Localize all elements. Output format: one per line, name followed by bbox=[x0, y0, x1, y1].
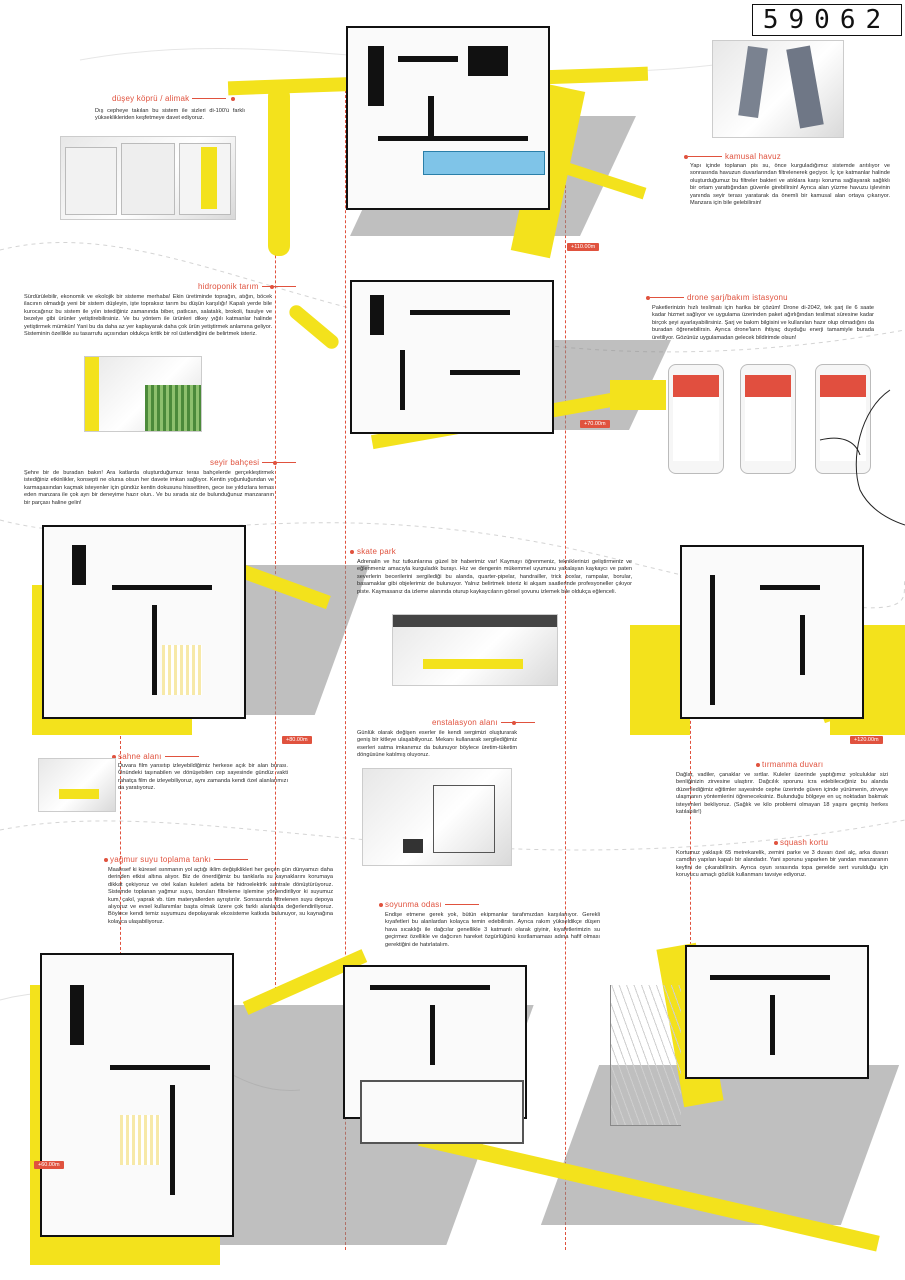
section-title-hidroponik: hidroponik tarım bbox=[198, 282, 296, 291]
guide-line bbox=[120, 540, 121, 960]
section-title-skate-park: skate park bbox=[357, 547, 396, 556]
section-text-squash: Kortumuz yaklaşık 65 metrekarelik, zemin… bbox=[676, 850, 888, 879]
plan-level-120 bbox=[630, 545, 905, 745]
section-text-enstalasyon: Günlük olarak değişen eserler ile kendi … bbox=[357, 730, 517, 759]
app-screen-3 bbox=[815, 364, 871, 474]
hand-sketch bbox=[819, 389, 905, 526]
level-tag-70: +70.00m bbox=[580, 420, 610, 428]
level-tag-110: +110.00m bbox=[567, 243, 600, 251]
section-text-hidroponik: Sürdürülebilir, ekonomik ve ekolojik bir… bbox=[24, 294, 272, 338]
level-tag-80: +80.00m bbox=[282, 736, 312, 744]
section-title-enstalasyon: enstalasyon alanı bbox=[432, 718, 535, 727]
guide-line bbox=[345, 90, 346, 1250]
section-text-tirmanma-duvari: Dağlar, vadiler, çanaklar ve sırtlar. Ku… bbox=[676, 772, 888, 816]
section-title-dusey-kopru: düşey köprü / alimak bbox=[112, 94, 227, 103]
sheet-number: 59062 bbox=[752, 4, 902, 36]
app-screen-1 bbox=[668, 364, 724, 474]
section-text-drone: Paketlerinizin hızlı teslimatı için hari… bbox=[652, 305, 874, 341]
section-title-sahne-alani: sahne alanı bbox=[118, 752, 199, 761]
plan-level-110 bbox=[227, 26, 649, 266]
section-text-sahne-alani: Duvara film yansıtıp izleyebildiğimiz he… bbox=[118, 763, 288, 792]
section-title-kamusal-havuz: kamusal havuz bbox=[688, 152, 781, 161]
render-kamusal-havuz bbox=[712, 40, 844, 138]
plan-level-80 bbox=[12, 525, 370, 735]
level-tag-60: +60.00m bbox=[34, 1161, 64, 1169]
pool bbox=[423, 151, 545, 175]
render-hidroponik bbox=[84, 356, 202, 432]
plan-level-70 bbox=[270, 280, 671, 450]
render-enstalasyon bbox=[362, 768, 512, 866]
section-text-kamusal-havuz: Yapı içinde toplanan pis su, önce kurgul… bbox=[690, 163, 890, 207]
section-text-seyir-bahcesi: Şehre bir de buradan bakın! Ara katlarda… bbox=[24, 470, 274, 506]
section-text-dusey-kopru: Dış cepheye takılan bu sistem ile sizler… bbox=[95, 108, 245, 122]
plan-level-60 bbox=[10, 942, 905, 1280]
render-skate-park bbox=[392, 614, 558, 686]
section-title-seyir-bahcesi: seyir bahçesi bbox=[210, 458, 297, 467]
render-sahne-alani bbox=[38, 758, 116, 812]
section-title-yagmur-suyu: yağmur suyu toplama tankı bbox=[110, 855, 249, 864]
guide-line bbox=[275, 90, 276, 990]
section-title-squash: squash kortu bbox=[780, 838, 829, 847]
render-dusey-kopru bbox=[60, 136, 236, 220]
app-screen-2 bbox=[740, 364, 796, 474]
section-text-yagmur-suyu: Maalesef ki küresel ısınmanın yol açtığı… bbox=[108, 867, 333, 925]
guide-line bbox=[690, 560, 691, 950]
section-title-tirmanma-duvari: tırmanma duvarı bbox=[762, 760, 824, 769]
section-text-skate-park: Adrenalin ve hız tutkunlarına güzel bir … bbox=[357, 559, 632, 595]
guide-line bbox=[565, 150, 566, 1250]
level-tag-120: +120.00m bbox=[850, 736, 883, 744]
section-text-soyunma-odasi: Endişe etmene gerek yok, bütün ekipmanla… bbox=[385, 912, 600, 948]
section-title-soyunma-odasi: soyunma odası bbox=[385, 900, 479, 909]
section-title-drone: drone şarj/bakım istasyonu bbox=[650, 293, 788, 302]
